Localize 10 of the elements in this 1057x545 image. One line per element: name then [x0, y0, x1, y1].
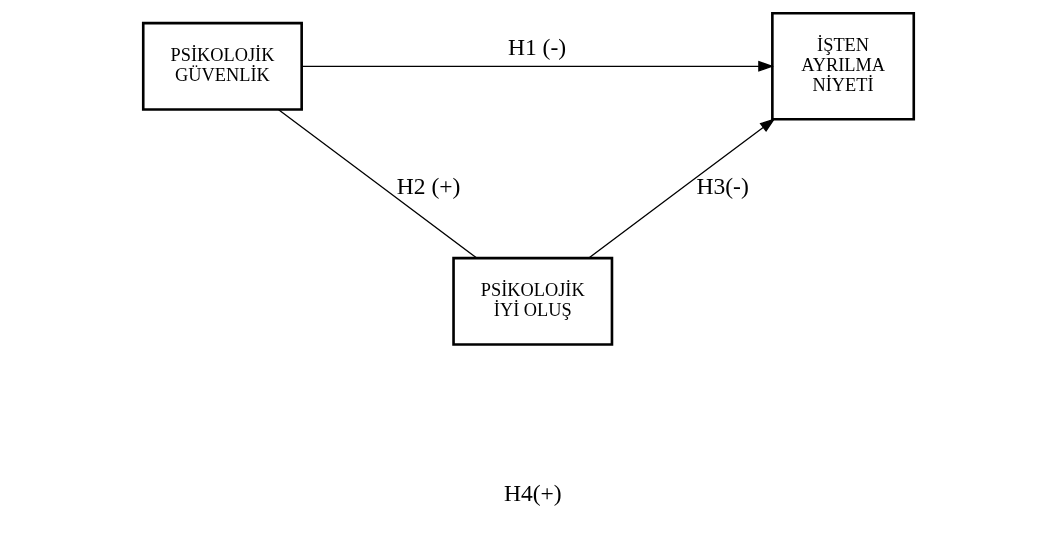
edge-label: H2 (+)	[396, 173, 461, 200]
arrow	[588, 118, 776, 259]
edge-label: H3(-)	[696, 173, 749, 200]
node-box: PSİKOLOJİK GÜVENLİK	[141, 21, 303, 111]
connector	[278, 109, 478, 259]
node-box: PSİKOLOJİK İYİ OLUŞ	[452, 256, 614, 346]
label: H4(+)	[503, 479, 562, 506]
arrow	[301, 60, 774, 72]
edge-label: H1 (-)	[507, 34, 567, 61]
node-box: İŞTEN AYRILMA NİYETİ	[771, 11, 916, 121]
